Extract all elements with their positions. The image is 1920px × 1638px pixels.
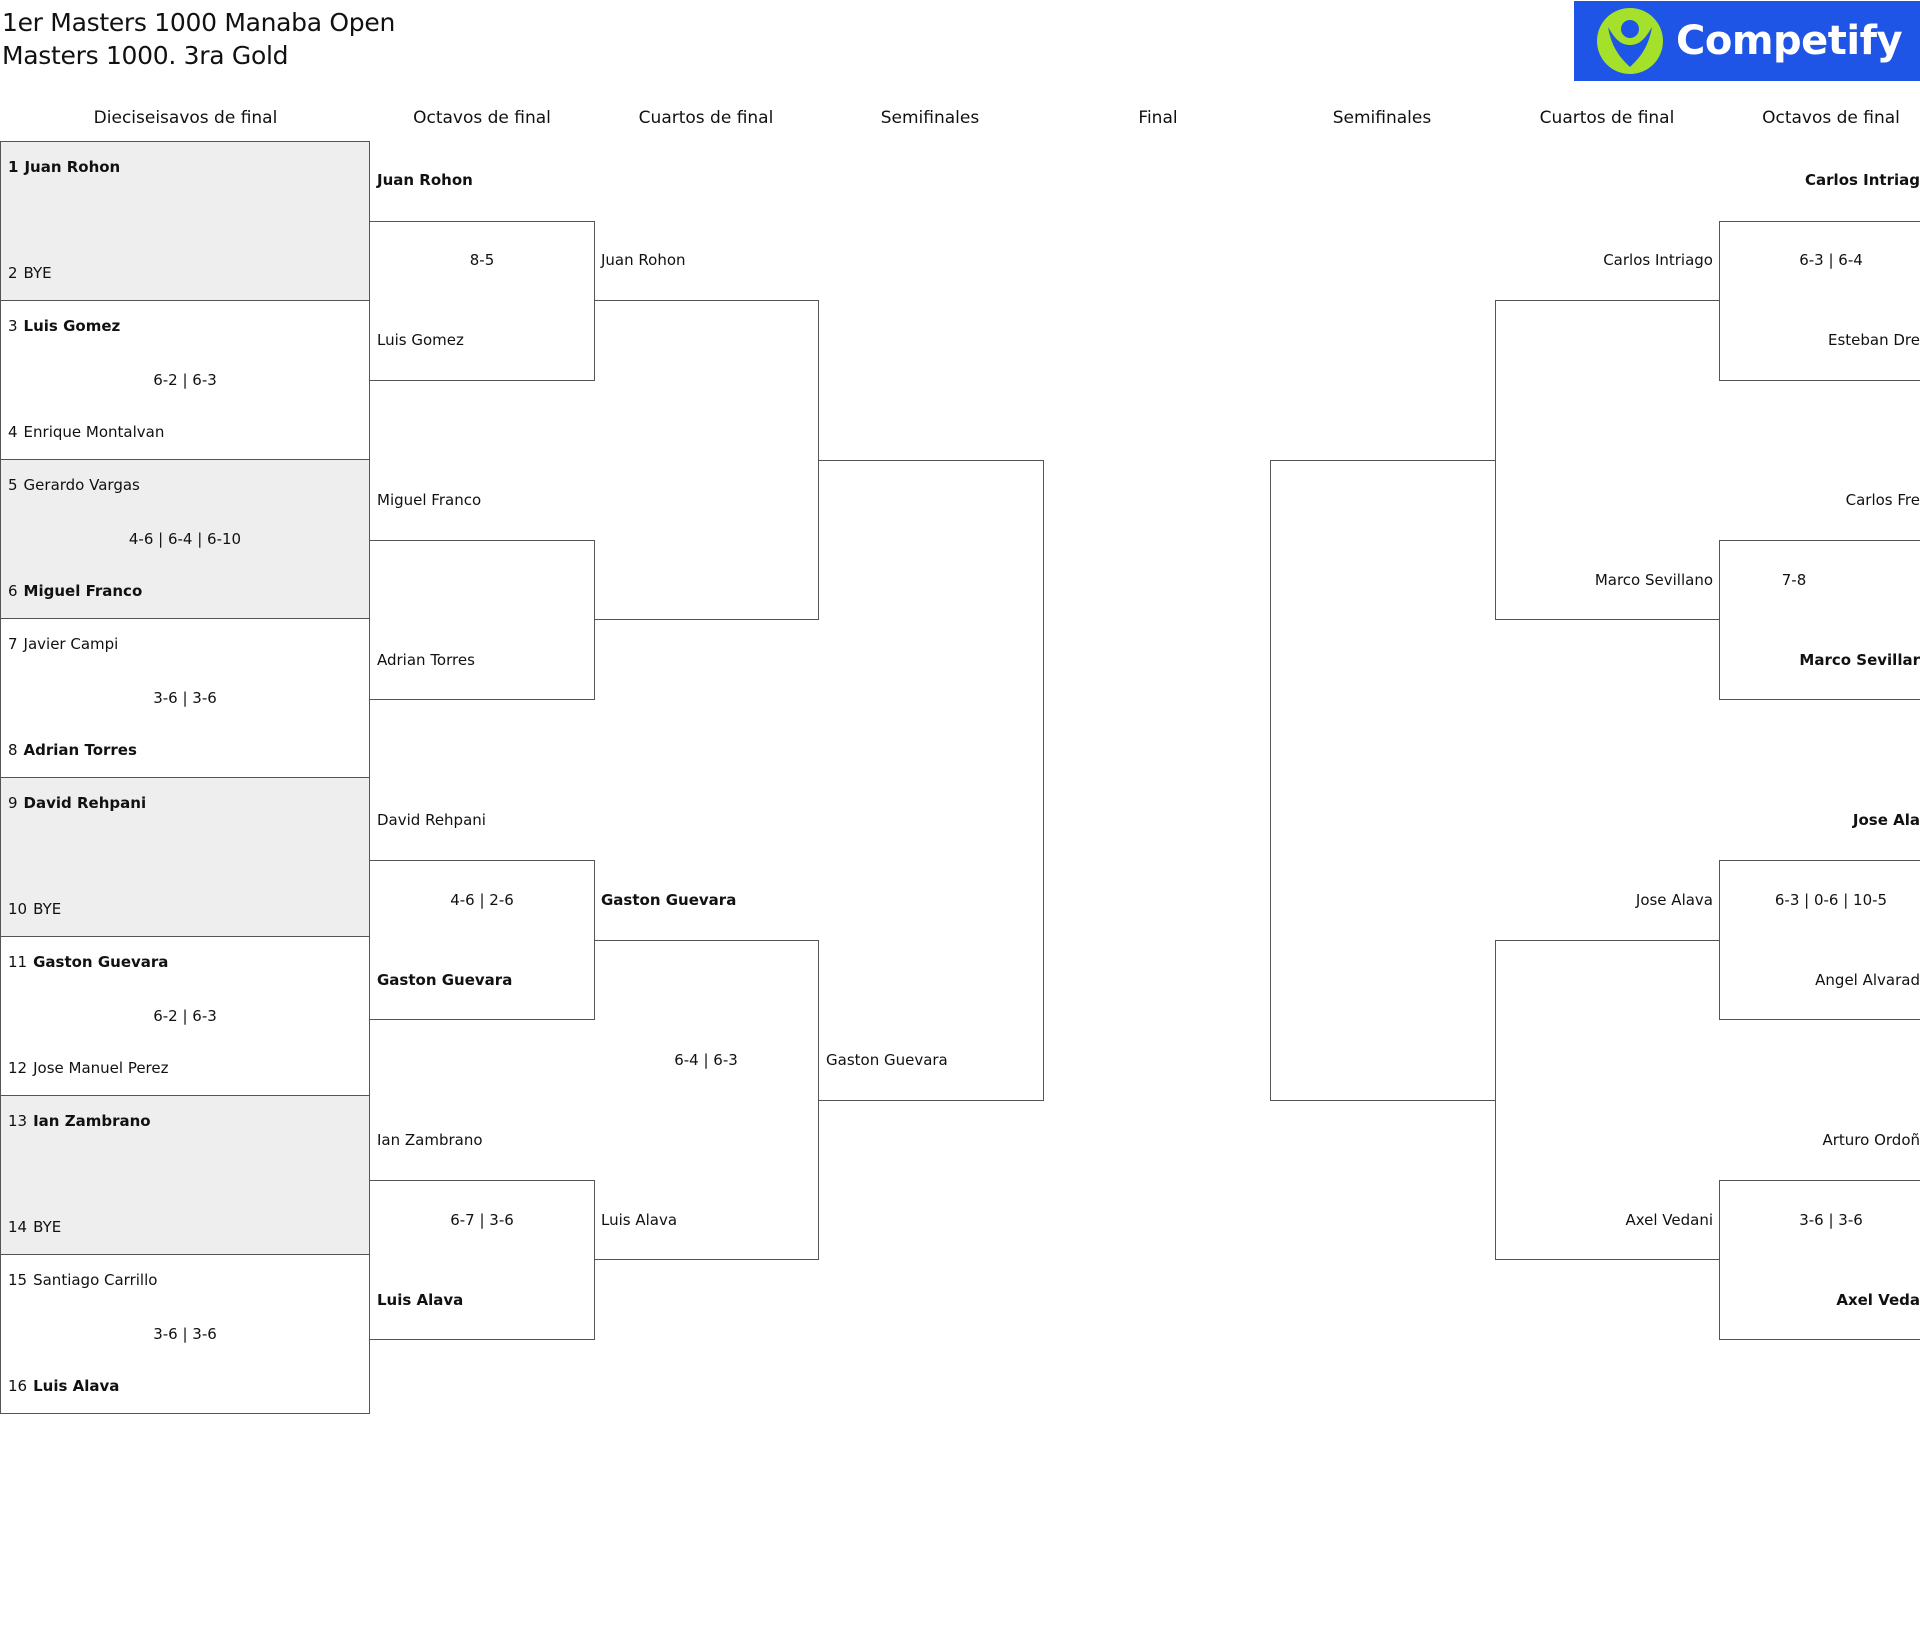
r16-player: Luis Gomez	[377, 331, 464, 349]
r32-score: 3-6 | 3-6	[153, 689, 217, 707]
r32-match-5	[0, 777, 370, 937]
r16-right-player: Esteban Dre	[1827, 331, 1920, 349]
r16-bracket-3	[370, 860, 595, 1020]
r16-player: David Rehpani	[377, 811, 486, 829]
round-header-r16: Octavos de final	[413, 108, 551, 128]
qf-right-bracket-2	[1495, 940, 1720, 1260]
tournament-title: 1er Masters 1000 Manaba Open	[2, 8, 395, 37]
round-header-qf-right: Cuartos de final	[1539, 108, 1675, 128]
competify-logo: Competify	[1574, 1, 1920, 81]
r32-match-1	[0, 141, 370, 301]
r16-bracket-4	[370, 1180, 595, 1340]
r16-player: Adrian Torres	[377, 651, 475, 669]
r32-score: 3-6 | 3-6	[153, 1325, 217, 1343]
r16-player: Ian Zambrano	[377, 1131, 483, 1149]
round-header-r16-right: Octavos de final	[1762, 108, 1900, 128]
r16-score: 8-5	[469, 251, 495, 269]
r16-score: 4-6 | 2-6	[450, 891, 514, 909]
r32-score: 4-6 | 6-4 | 6-10	[128, 530, 242, 548]
qf-right-player: Axel Vedani	[1625, 1211, 1713, 1229]
qf-bracket-1	[594, 300, 819, 620]
r16-bracket-1	[370, 221, 595, 381]
r32-match-7	[0, 1095, 370, 1255]
round-header-r32: Dieciseisavos de final	[93, 108, 278, 128]
r16-bracket-2	[370, 540, 595, 700]
sf-bracket-right	[1270, 460, 1496, 1101]
round-header-qf: Cuartos de final	[638, 108, 774, 128]
r16-right-player: Axel Veda	[1836, 1291, 1920, 1309]
r16-right-score: 7-8	[1781, 571, 1807, 589]
r16-right-bracket-4	[1719, 1180, 1920, 1340]
r16-right-score: 6-3 | 0-6 | 10-5	[1774, 891, 1888, 909]
round-header-sf: Semifinales	[880, 108, 980, 128]
qf-right-bracket-1	[1495, 300, 1720, 620]
r16-right-player: Arturo Ordoñ	[1822, 1131, 1920, 1149]
qf-right-player: Jose Alava	[1635, 891, 1713, 909]
sf-bracket-left	[818, 460, 1044, 1101]
logo-text: Competify	[1676, 18, 1903, 64]
round-header-final: Final	[1138, 108, 1178, 128]
r16-right-player: Angel Alvarad	[1815, 971, 1920, 989]
r16-right-player: Carlos Fre	[1845, 491, 1920, 509]
qf-right-player: Marco Sevillano	[1594, 571, 1713, 589]
r32-score: 6-2 | 6-3	[153, 371, 217, 389]
tournament-subtitle: Masters 1000. 3ra Gold	[2, 41, 289, 70]
sf-player: Gaston Guevara	[826, 1051, 948, 1069]
r16-right-player: Marco Sevillar	[1799, 651, 1920, 669]
person-logo-icon	[1597, 8, 1663, 74]
r16-right-player: Jose Ala	[1852, 811, 1920, 829]
r16-player: Juan Rohon	[377, 171, 473, 189]
r16-right-bracket-3	[1719, 860, 1920, 1020]
r16-score: 6-7 | 3-6	[450, 1211, 514, 1229]
r16-player: Luis Alava	[377, 1291, 464, 1309]
round-header-sf-right: Semifinales	[1332, 108, 1432, 128]
qf-player: Luis Alava	[601, 1211, 678, 1229]
qf-score: 6-4 | 6-3	[674, 1051, 738, 1069]
r16-player: Miguel Franco	[377, 491, 482, 509]
r32-match-8	[0, 1254, 370, 1414]
qf-player: Gaston Guevara	[601, 891, 737, 909]
r16-right-score: 6-3 | 6-4	[1799, 251, 1863, 269]
r16-player: Gaston Guevara	[377, 971, 513, 989]
r16-right-bracket-1	[1719, 221, 1920, 381]
r16-right-player: Carlos Intriag	[1805, 171, 1920, 189]
r16-right-bracket-2	[1719, 540, 1920, 700]
r16-right-score: 3-6 | 3-6	[1799, 1211, 1863, 1229]
qf-player: Juan Rohon	[601, 251, 686, 269]
r32-score: 6-2 | 6-3	[153, 1007, 217, 1025]
qf-right-player: Carlos Intriago	[1603, 251, 1713, 269]
